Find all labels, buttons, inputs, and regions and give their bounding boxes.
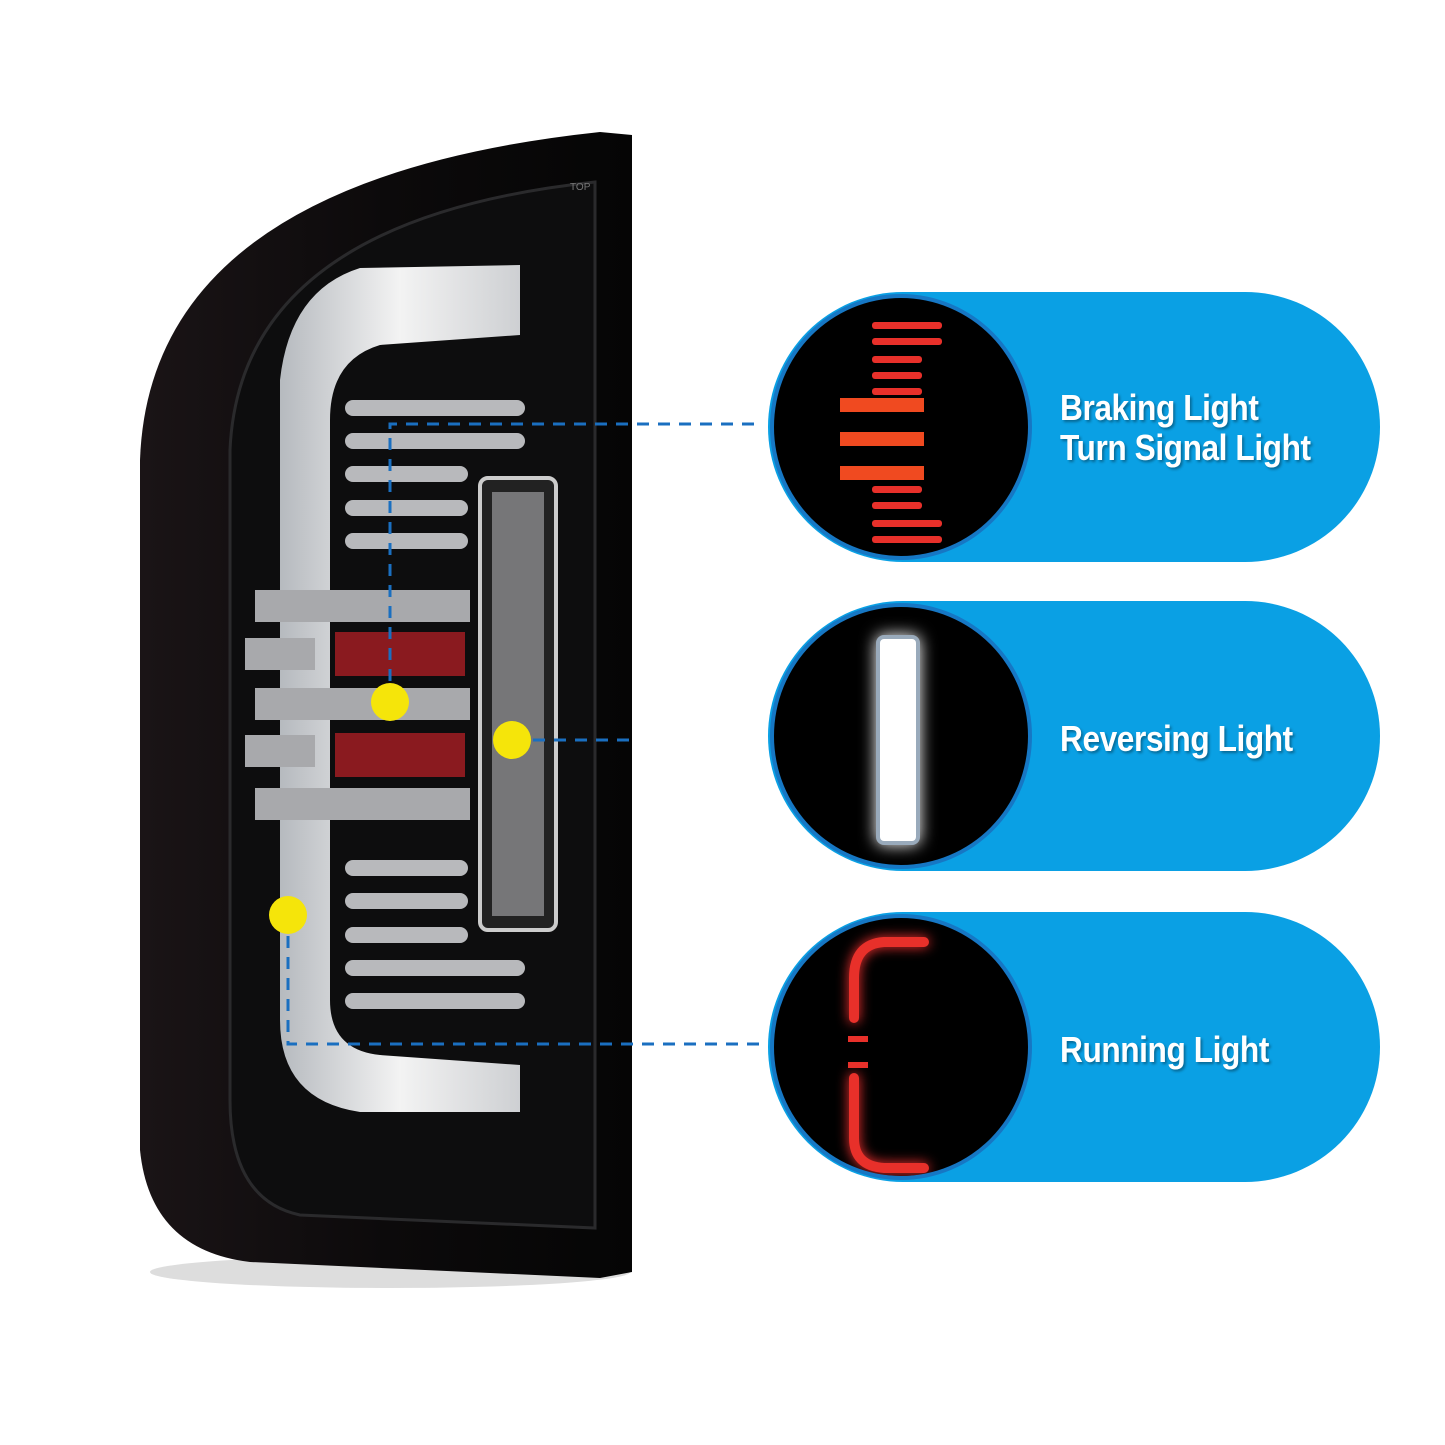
- brake-bar: [872, 338, 942, 345]
- callout-label: Braking Light Turn Signal Light: [1060, 388, 1311, 468]
- brake-bar: [872, 536, 942, 543]
- turn-bar: [840, 466, 924, 480]
- reverse-leds: [492, 492, 544, 916]
- brake-bar: [872, 356, 922, 363]
- brake-bar: [872, 322, 942, 329]
- brake-bar: [872, 372, 922, 379]
- callout-reversing: Reversing Light: [768, 601, 1380, 871]
- label-turn-signal: Turn Signal Light: [1060, 427, 1311, 468]
- slat: [345, 533, 468, 549]
- turn-bar: [840, 398, 924, 412]
- running-light-glow: [848, 937, 929, 1173]
- brake-bar: [872, 388, 922, 395]
- braking-light-glow: [840, 322, 942, 543]
- bar: [255, 590, 470, 622]
- label-running: Running Light: [1060, 1029, 1269, 1070]
- reversing-light-glow: [876, 635, 920, 845]
- top-marking: TOP: [570, 182, 591, 193]
- bar: [245, 638, 315, 670]
- brake-bar: [872, 486, 922, 493]
- label-reversing: Reversing Light: [1060, 718, 1293, 759]
- slat: [345, 433, 525, 449]
- bar: [245, 735, 315, 767]
- brake-bar: [872, 520, 942, 527]
- bar: [255, 788, 470, 820]
- reflector-lower: [335, 733, 465, 777]
- reflector-upper: [335, 632, 465, 676]
- light-slats: [245, 400, 525, 1009]
- slat: [345, 893, 468, 909]
- slat: [345, 400, 525, 416]
- slat: [345, 993, 525, 1009]
- slat: [345, 466, 468, 482]
- brake-bar: [872, 502, 922, 509]
- label-braking: Braking Light: [1060, 387, 1259, 428]
- callout-running: Running Light: [768, 912, 1380, 1182]
- marker-reverse: [493, 721, 531, 759]
- reversing-light-lens: [770, 603, 1032, 869]
- slat: [345, 500, 468, 516]
- callout-braking-turn: Braking Light Turn Signal Light: [768, 292, 1380, 562]
- leader-lines: [286, 422, 760, 1046]
- running-light-lens: [770, 914, 1032, 1180]
- marker-running: [269, 896, 307, 934]
- slat: [345, 927, 468, 943]
- bar: [255, 688, 470, 720]
- turn-bar: [840, 432, 924, 446]
- marker-brake: [371, 683, 409, 721]
- braking-light-lens: [770, 294, 1032, 560]
- slat: [345, 960, 525, 976]
- slat: [345, 860, 468, 876]
